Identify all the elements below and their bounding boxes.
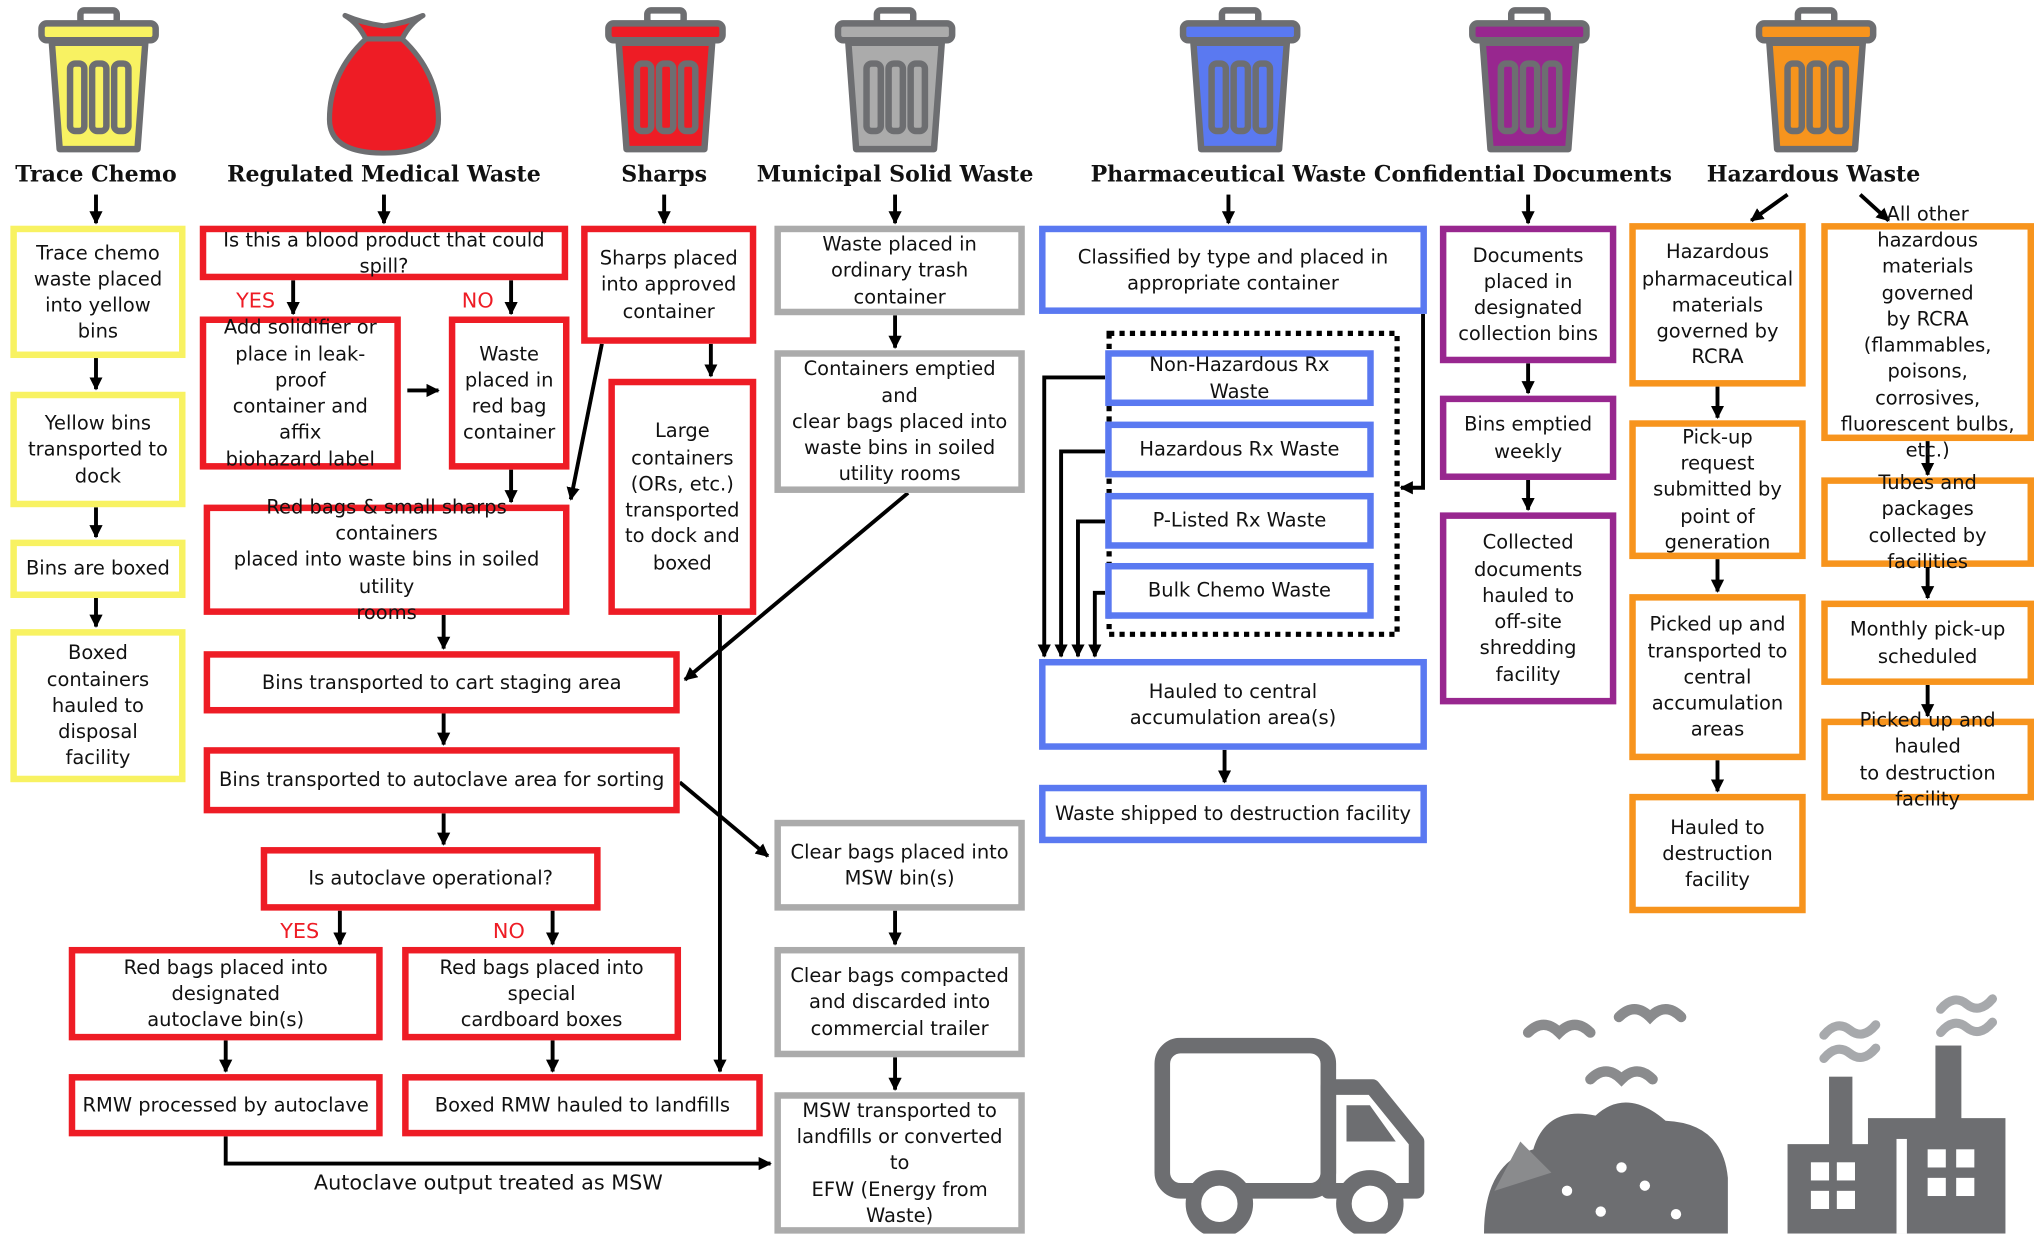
trace-chemo-step-2: Yellow bins transported to dock [10, 391, 186, 508]
trash-bin-icon [1755, 7, 1877, 153]
landfill-haul-step: Boxed RMW hauled to landfills [402, 1074, 763, 1137]
hazardous-pharma-step-2: Pick-up request submitted by point of ge… [1629, 420, 1806, 560]
msw-step-4: Clear bags compacted and discarded into … [774, 946, 1025, 1058]
factory-icon [1787, 994, 2006, 1234]
sharps-step-2: Large containers (ORs, etc.) transported… [608, 378, 757, 615]
hazardous-pharma-step-4: Hauled to destruction facility [1629, 793, 1806, 914]
heading-pharmaceutical-waste: Pharmaceutical Waste [1090, 162, 1367, 189]
pharma-step-1: Classified by type and placed in appropr… [1039, 225, 1427, 314]
trace-chemo-step-4: Boxed containers hauled to disposal faci… [10, 629, 186, 783]
trace-chemo-step-3: Bins are boxed [10, 539, 186, 599]
trash-bin-icon [38, 7, 159, 153]
autoclave-processing-step: RMW processed by autoclave [68, 1074, 383, 1137]
autoclave-bins-step: Red bags placed into designated autoclav… [68, 946, 383, 1041]
heading-regulated-medical-waste: Regulated Medical Waste [227, 162, 541, 189]
answer-yes-label: YES [280, 918, 320, 944]
confidential-step-2: Bins emptied weekly [1439, 395, 1617, 480]
flow-arrows [89, 192, 1935, 1171]
heading-confidential-documents: Confidential Documents [1373, 162, 1672, 189]
red-bag-container-step: Waste placed in red bag container [448, 316, 570, 470]
msw-step-5: MSW transported to landfills or converte… [774, 1092, 1025, 1234]
sharps-step-1: Sharps placed into approved container [581, 225, 757, 344]
trace-chemo-step-1: Trace chemo waste placed into yellow bin… [10, 225, 186, 359]
pharma-type-p-listed: P-Listed Rx Waste [1105, 492, 1374, 549]
hazardous-other-step-3: Monthly pick-up scheduled [1821, 600, 2034, 685]
blood-product-question: Is this a blood product that could spill… [199, 225, 569, 281]
trash-bin-icon [605, 7, 726, 153]
heading-sharps: Sharps [621, 162, 708, 189]
hazardous-other-step-4: Picked up and hauled to destruction faci… [1821, 708, 2034, 810]
pharma-type-non-hazardous: Non-Hazardous Rx Waste [1105, 350, 1374, 407]
soiled-utility-rooms-step: Red bags & small sharps containers place… [203, 495, 570, 624]
confidential-step-1: Documents placed in designated collectio… [1439, 225, 1617, 364]
msw-step-1: Waste placed in ordinary trash container [774, 225, 1025, 316]
msw-step-2: Containers emptied and clear bags placed… [774, 350, 1025, 493]
trash-bin-icon [1469, 7, 1590, 153]
pharma-step-2: Hauled to central accumulation area(s) [1039, 658, 1427, 750]
autoclave-output-note: Autoclave output treated as MSW [313, 1170, 663, 1195]
red-bag-icon [326, 12, 442, 156]
pharma-step-3: Waste shipped to destruction facility [1039, 784, 1427, 844]
pharma-type-hazardous: Hazardous Rx Waste [1105, 421, 1374, 478]
trash-bin-icon [1179, 7, 1301, 153]
landfill-icon [1483, 1004, 1728, 1234]
pharma-type-bulk-chemo: Bulk Chemo Waste [1105, 562, 1374, 619]
hazardous-pharma-step-1: Hazardous pharmaceutical materials gover… [1629, 223, 1806, 387]
heading-municipal-solid-waste: Municipal Solid Waste [756, 162, 1034, 189]
cart-staging-step: Bins transported to cart staging area [203, 651, 680, 714]
msw-step-3: Clear bags placed into MSW bin(s) [774, 819, 1025, 911]
heading-trace-chemo: Trace Chemo [15, 162, 177, 189]
add-solidifier-step: Add solidifier or place in leak-proof co… [199, 316, 401, 470]
truck-icon [1154, 1037, 1425, 1234]
hazardous-other-step-1: All other hazardous materials governed b… [1821, 202, 2034, 462]
answer-yes-label: YES [236, 287, 276, 313]
trash-bin-icon [834, 7, 956, 153]
confidential-step-3: Collected documents hauled to off-site s… [1439, 512, 1617, 705]
answer-no-label: NO [492, 918, 525, 944]
autoclave-operational-question: Is autoclave operational? [260, 847, 601, 911]
cardboard-boxes-step: Red bags placed into special cardboard b… [402, 946, 682, 1041]
autoclave-area-step: Bins transported to autoclave area for s… [203, 747, 680, 814]
answer-no-label: NO [461, 287, 494, 313]
heading-hazardous-waste: Hazardous Waste [1706, 162, 1921, 189]
hazardous-other-step-2: Tubes and packages collected by faciliti… [1821, 471, 2034, 573]
hazardous-pharma-step-3: Picked up and transported to central acc… [1629, 594, 1806, 761]
pharma-type-group-border [1106, 330, 1400, 637]
